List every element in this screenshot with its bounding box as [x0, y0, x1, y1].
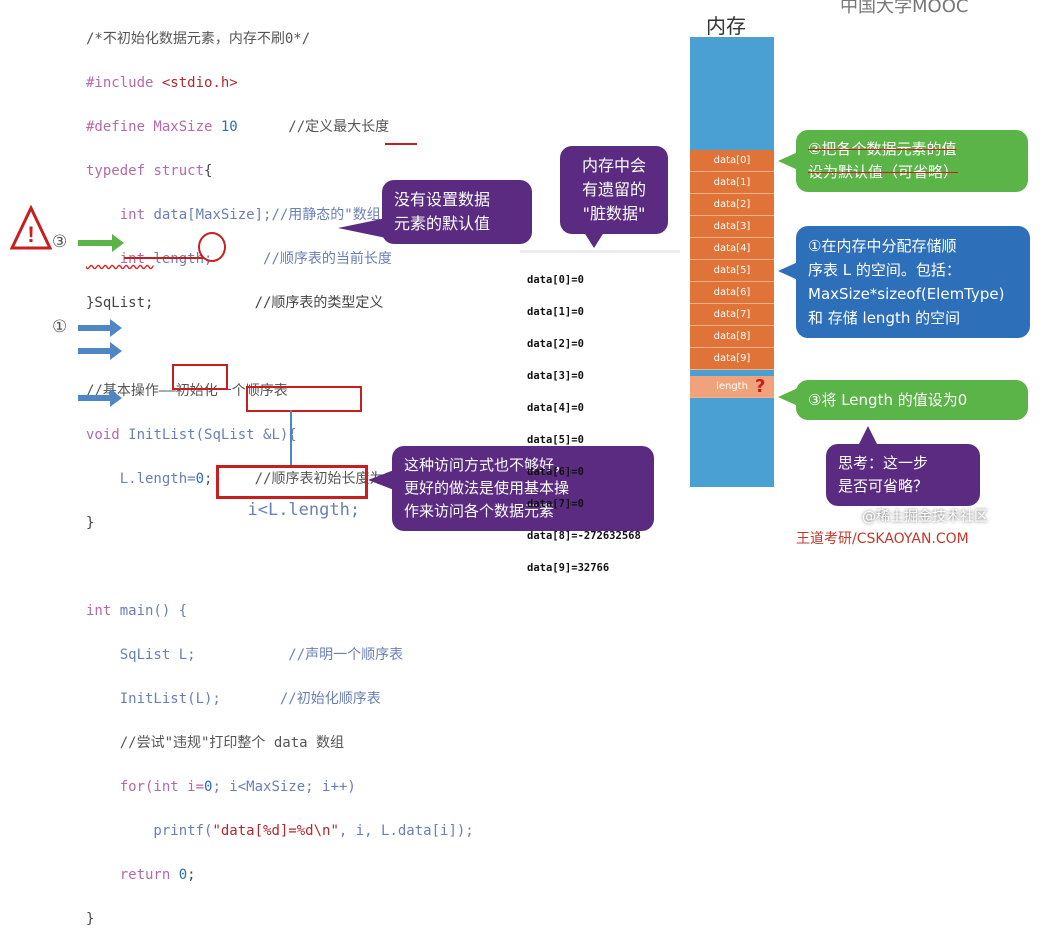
code-line-3: #define MaxSize 10 //定义最大长度: [86, 119, 390, 135]
output-line: data[5]=0: [527, 434, 584, 446]
memory-cell: data[7]: [690, 304, 774, 326]
initlist-arrow: [78, 342, 122, 360]
memory-cell: data[1]: [690, 172, 774, 194]
code-line-6: int length; //顺序表的当前长度: [86, 251, 392, 267]
output-line: data[1]=0: [527, 306, 584, 318]
memory-cell-length: length: [690, 376, 774, 398]
callout-no-default: 没有设置数据 元素的默认值: [382, 180, 532, 244]
step-3-marker: ③: [52, 232, 68, 252]
step-1-marker: ①: [52, 317, 68, 337]
callout-alloc-tail: [778, 262, 798, 280]
memory-cell: data[9]: [690, 348, 774, 370]
callout-set-default-tail: [778, 152, 798, 170]
warning-icon: !: [10, 205, 52, 250]
length-underline-2: [385, 143, 417, 145]
memory-cell: data[5]: [690, 260, 774, 282]
callout-think-tail: [858, 426, 878, 446]
question-mark: ?: [755, 376, 766, 397]
memory-cell: data[0]: [690, 150, 774, 172]
code-line-8: //基本操作——初始化一个顺序表: [86, 383, 288, 399]
output-line: data[0]=0: [527, 274, 584, 286]
output-line: data[9]=32766: [527, 562, 610, 574]
code-line-4: typedef struct{: [86, 163, 213, 179]
code-line-12: int main() {: [86, 603, 188, 619]
code-line-11: }: [86, 515, 95, 531]
output-bg: [520, 250, 680, 253]
program-output: data[0]=0 data[1]=0 data[2]=0 data[3]=0 …: [527, 256, 641, 592]
output-line: data[4]=0: [527, 402, 584, 414]
callout-set-default: ②把各个数据元素的值 设为默认值（可省略）: [796, 130, 1028, 192]
callout-dirty-data-tail: [580, 226, 608, 248]
callout-alloc: ①在内存中分配存储顺 序表 L 的空间。包括： MaxSize*sizeof(E…: [796, 226, 1030, 338]
callout-better-way: 这种访问方式也不够好， 更好的做法是使用基本操 作来访问各个数据元素: [392, 446, 654, 531]
callout-better-way-tail: [368, 470, 394, 490]
output-line: data[2]=0: [527, 338, 584, 350]
code-line-2: #include <stdio.h>: [86, 75, 238, 91]
mooc-logo: 中国大学MOOC: [840, 0, 969, 17]
output-line: data[8]=-272632568: [527, 530, 641, 542]
code-line-1: /*不初始化数据元素，内存不刷0*/: [86, 31, 311, 47]
callout-dirty-data: 内存中会 有遗留的 "脏数据": [560, 146, 668, 234]
code-line-15: //尝试"违规"打印整个 data 数组: [86, 735, 345, 751]
svg-text:!: !: [27, 222, 34, 247]
output-line: data[6]=0: [527, 466, 584, 478]
code-line-18: return 0;: [86, 867, 196, 883]
violation-box: [172, 364, 228, 390]
sqlist-arrow: [78, 319, 122, 337]
callout-think: 思考：这一步 是否可省略？: [826, 444, 980, 506]
callout-set-length: ③将 Length 的值设为0: [796, 380, 1028, 420]
memory-cell: data[6]: [690, 282, 774, 304]
replacement-code-box: i<L.length;: [216, 465, 368, 520]
memory-title: 内存: [706, 14, 746, 38]
for-loop-arrow: [78, 389, 122, 407]
callout-set-length-tail: [778, 388, 798, 406]
code-line-17: printf("data[%d]=%d\n", i, L.data[i]);: [86, 823, 474, 839]
juejin-watermark: @稀土掘金技术社区: [862, 509, 988, 525]
code-line-9: void InitList(SqList &L){: [86, 427, 297, 443]
length-underline: [124, 257, 204, 259]
memory-cell: data[2]: [690, 194, 774, 216]
code-line-13: SqList L; //声明一个顺序表: [86, 647, 404, 663]
step-3-arrow: [78, 234, 124, 252]
pointer-line: [290, 410, 292, 466]
zero-circle: [198, 232, 226, 262]
memory-cell: data[3]: [690, 216, 774, 238]
memory-cell: data[8]: [690, 326, 774, 348]
code-line-7: }SqList; //顺序表的类型定义: [86, 295, 384, 311]
code-line-19: }: [86, 911, 95, 927]
memory-cell: data[4]: [690, 238, 774, 260]
callout-no-default-tail: [338, 218, 386, 238]
code-line-14: InitList(L); //初始化顺序表: [86, 691, 381, 707]
wangdao-watermark: 王道考研/CSKAOYAN.COM: [796, 531, 969, 547]
output-line: data[3]=0: [527, 370, 584, 382]
maxsize-box: [246, 386, 362, 412]
code-line-10: L.length=0; //顺序表初始长度为0: [86, 471, 392, 487]
output-line: data[7]=0: [527, 498, 584, 510]
code-line-16: for(int i=0; i<MaxSize; i++): [86, 779, 356, 795]
